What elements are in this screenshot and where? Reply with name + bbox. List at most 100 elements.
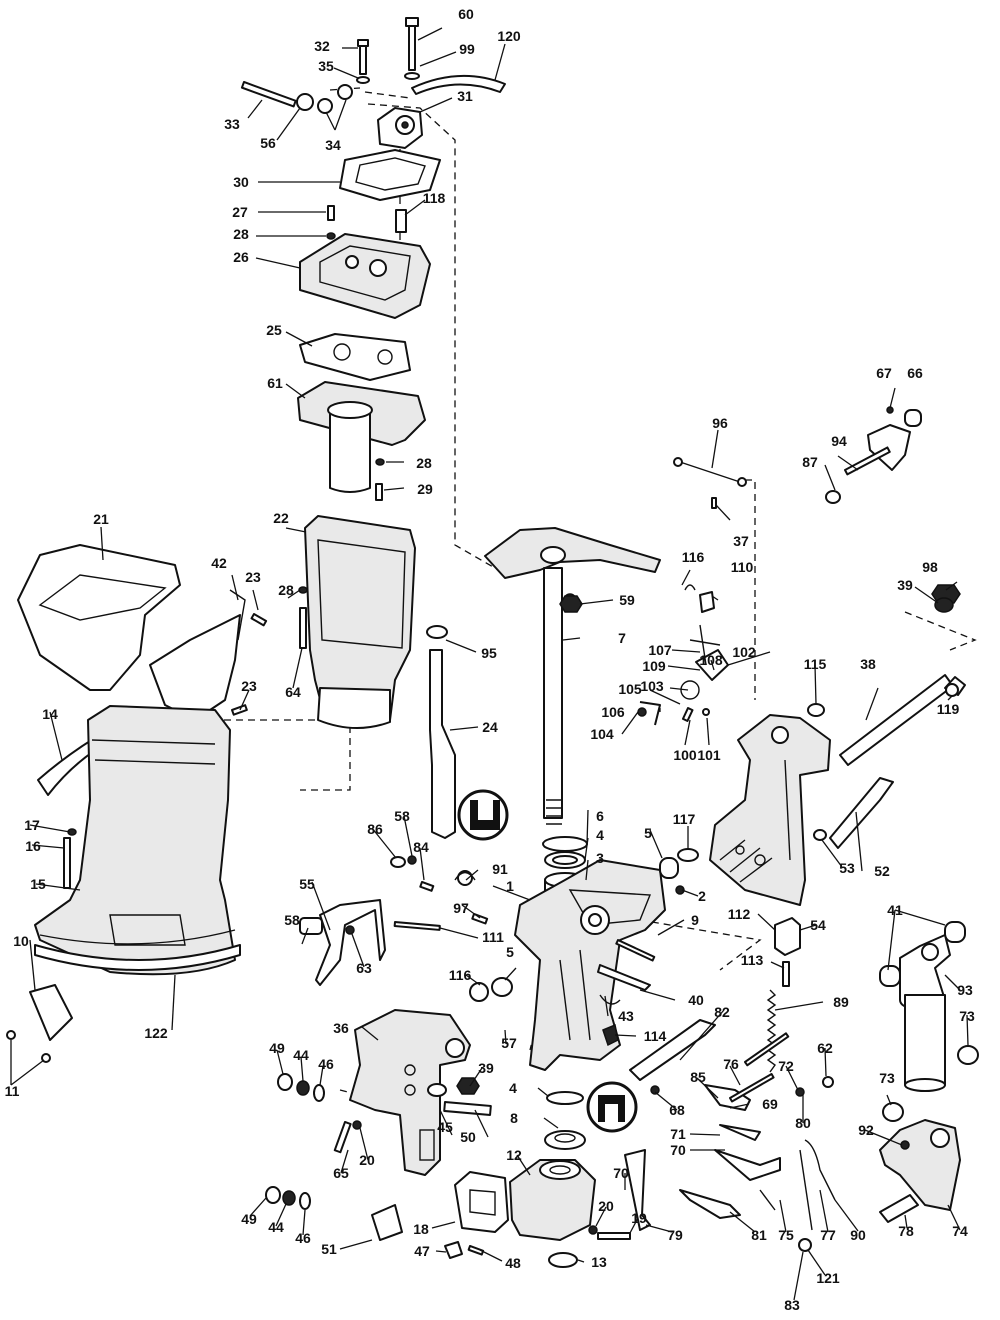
callout-6: 6 (596, 808, 604, 824)
callout-36: 36 (333, 1020, 349, 1036)
callout-77: 77 (820, 1227, 836, 1243)
callout-44b: 44 (268, 1219, 284, 1235)
callout-117: 117 (672, 811, 696, 827)
callout-71: 71 (670, 1126, 686, 1142)
callout-64: 64 (285, 684, 301, 700)
callout-105: 105 (618, 681, 642, 697)
callout-97: 97 (453, 900, 469, 916)
callout-9: 9 (691, 912, 699, 928)
callout-20: 20 (359, 1152, 375, 1168)
callout-26: 26 (233, 249, 249, 265)
callout-37: 37 (733, 533, 749, 549)
callout-49b: 49 (241, 1211, 257, 1227)
callout-27: 27 (232, 204, 248, 220)
callout-23b: 23 (241, 678, 257, 694)
callout-4: 4 (596, 827, 604, 843)
upper-mount-parts (240, 17, 506, 319)
callout-93: 93 (957, 982, 973, 998)
callout-41: 41 (887, 902, 903, 918)
callout-112: 112 (727, 906, 751, 922)
lower-cowl (17, 544, 268, 721)
callout-20b: 20 (598, 1198, 614, 1214)
callout-87: 87 (802, 454, 818, 470)
callout-4b: 4 (509, 1080, 517, 1096)
callout-116: 116 (681, 549, 705, 565)
callout-24: 24 (482, 719, 498, 735)
callout-73b: 73 (879, 1070, 895, 1086)
callout-31: 31 (457, 88, 473, 104)
steering-arm (426, 527, 661, 909)
callout-102: 102 (732, 644, 756, 660)
callout-107: 107 (648, 642, 672, 658)
lower-unit (6, 705, 241, 1063)
callout-54: 54 (810, 917, 826, 933)
swivel-clamp (444, 1159, 631, 1268)
callout-91: 91 (492, 861, 508, 877)
callout-25: 25 (266, 322, 282, 338)
callout-121: 121 (816, 1270, 840, 1286)
callout-22: 22 (273, 510, 289, 526)
callout-13: 13 (591, 1254, 607, 1270)
callout-2: 2 (698, 888, 706, 904)
callout-28c: 28 (278, 582, 294, 598)
callout-5: 5 (644, 825, 652, 841)
callout-101: 101 (697, 747, 721, 763)
callout-70: 70 (670, 1142, 686, 1158)
callout-43: 43 (618, 1008, 634, 1024)
callout-75: 75 (778, 1227, 794, 1243)
callout-66: 66 (907, 365, 923, 381)
callout-45: 45 (437, 1119, 453, 1135)
callout-80: 80 (795, 1115, 811, 1131)
callout-7: 7 (618, 630, 626, 646)
callout-34: 34 (325, 137, 341, 153)
callout-98: 98 (922, 559, 938, 575)
callout-86: 86 (367, 821, 383, 837)
callout-23: 23 (245, 569, 261, 585)
callout-108: 108 (699, 652, 723, 668)
callout-118: 118 (422, 190, 446, 206)
callout-8: 8 (510, 1110, 518, 1126)
callout-90: 90 (850, 1227, 866, 1243)
callout-53: 53 (839, 860, 855, 876)
callout-89: 89 (833, 994, 849, 1010)
callout-73: 73 (959, 1008, 975, 1024)
callout-104: 104 (590, 726, 614, 742)
leader-lines (10, 27, 969, 1301)
callout-84: 84 (413, 839, 429, 855)
callout-65: 65 (333, 1165, 349, 1181)
callout-50: 50 (460, 1129, 476, 1145)
callout-76: 76 (723, 1056, 739, 1072)
callout-81: 81 (751, 1227, 767, 1243)
callout-48: 48 (505, 1255, 521, 1271)
callout-52: 52 (874, 863, 890, 879)
callout-47: 47 (414, 1243, 430, 1259)
stern-bracket-left (265, 1009, 492, 1241)
callout-68: 68 (669, 1102, 685, 1118)
callout-60: 60 (458, 6, 474, 22)
callout-95: 95 (481, 645, 497, 661)
callout-14: 14 (42, 706, 58, 722)
callout-32: 32 (314, 38, 330, 54)
callout-30: 30 (233, 174, 249, 190)
callout-72: 72 (778, 1058, 794, 1074)
callout-1: 1 (506, 878, 514, 894)
callout-46b: 46 (295, 1230, 311, 1246)
callout-74: 74 (952, 1223, 968, 1239)
callout-21: 21 (93, 511, 109, 527)
callout-116b: 116 (448, 967, 472, 983)
callout-3: 3 (596, 850, 604, 866)
callout-39: 39 (897, 577, 913, 593)
callout-16: 16 (25, 838, 41, 854)
callout-49: 49 (269, 1040, 285, 1056)
callout-103: 103 (640, 678, 664, 694)
callout-42: 42 (211, 555, 227, 571)
callout-113: 113 (740, 952, 764, 968)
callout-99: 99 (459, 41, 475, 57)
callout-78: 78 (898, 1223, 914, 1239)
callout-58b: 58 (284, 912, 300, 928)
tilt-linkage (299, 855, 836, 1252)
callout-96: 96 (712, 415, 728, 431)
spring-and-block (744, 917, 801, 1073)
callout-62: 62 (817, 1040, 833, 1056)
callout-38: 38 (860, 656, 876, 672)
